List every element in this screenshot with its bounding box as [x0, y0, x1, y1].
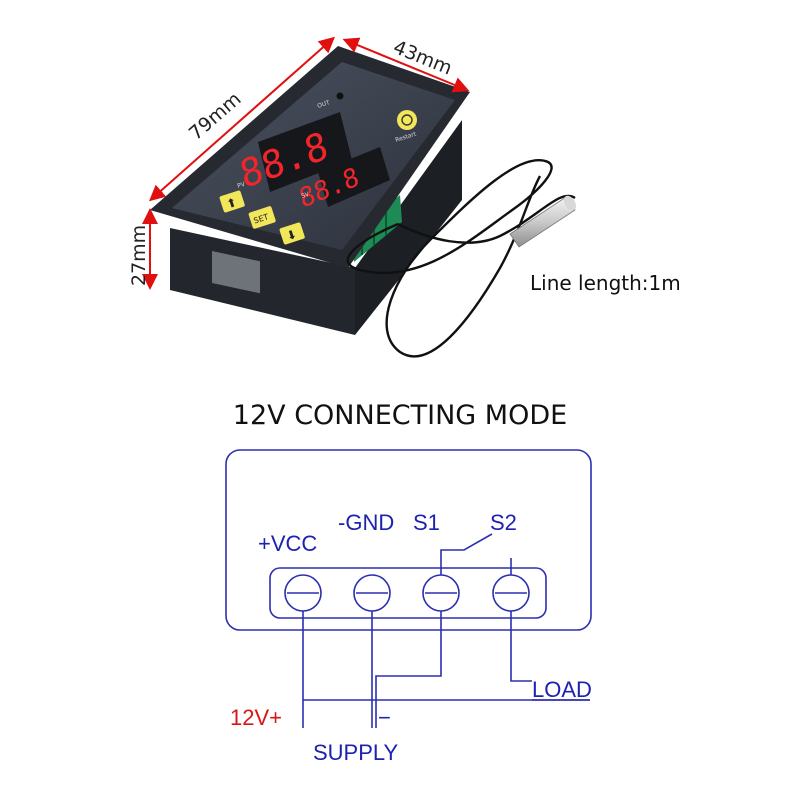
terminal-label-gnd: -GND: [338, 510, 394, 535]
supply-positive-label: 12V+: [230, 705, 282, 730]
down-key[interactable]: ⬇: [279, 222, 305, 245]
depth-arrow: [342, 37, 470, 93]
relay-contact: [440, 533, 493, 575]
terminal-label-s1: S1: [413, 510, 440, 535]
terminal-label-s2: S2: [490, 510, 517, 535]
terminal-s1: [422, 574, 460, 612]
terminal-block: [352, 195, 402, 262]
set-key[interactable]: SET: [248, 206, 276, 230]
terminal-gnd: [353, 574, 391, 612]
side-clip: [212, 251, 260, 294]
out-indicator-led: [336, 92, 344, 100]
sv-display-window: [318, 147, 390, 207]
power-icon: [401, 114, 413, 126]
load-label: LOAD: [532, 677, 592, 702]
terminal-label-vcc: +VCC: [258, 531, 317, 556]
supply-negative-label: −: [378, 705, 391, 730]
device-body-rear: [355, 120, 462, 335]
temperature-probe: [509, 195, 577, 248]
supply-label: SUPPLY: [313, 740, 399, 765]
s1-to-gnd-wire: [375, 611, 442, 728]
height-label: 27mm: [128, 225, 150, 286]
power-reset-key[interactable]: [397, 110, 417, 130]
wiring-title: 12V CONNECTING MODE: [233, 400, 567, 431]
down-arrow-icon: ⬇: [285, 227, 299, 243]
s2-to-load-wire: [510, 611, 532, 682]
terminal-vcc: [284, 574, 322, 612]
controller-outline: [225, 449, 592, 631]
width-arrow: [149, 36, 335, 202]
thermostat-device: OUT 88.8 88.8 PV SV ⬆ SET ⬇ Restart: [150, 46, 577, 358]
terminal-s2: [492, 574, 530, 612]
set-key-label: SET: [253, 212, 270, 225]
probe-cable: [346, 159, 576, 358]
terminal-strip: [269, 567, 547, 619]
cable-length-note: Line length:1m: [530, 271, 681, 295]
wiring-diagram: [225, 449, 592, 728]
